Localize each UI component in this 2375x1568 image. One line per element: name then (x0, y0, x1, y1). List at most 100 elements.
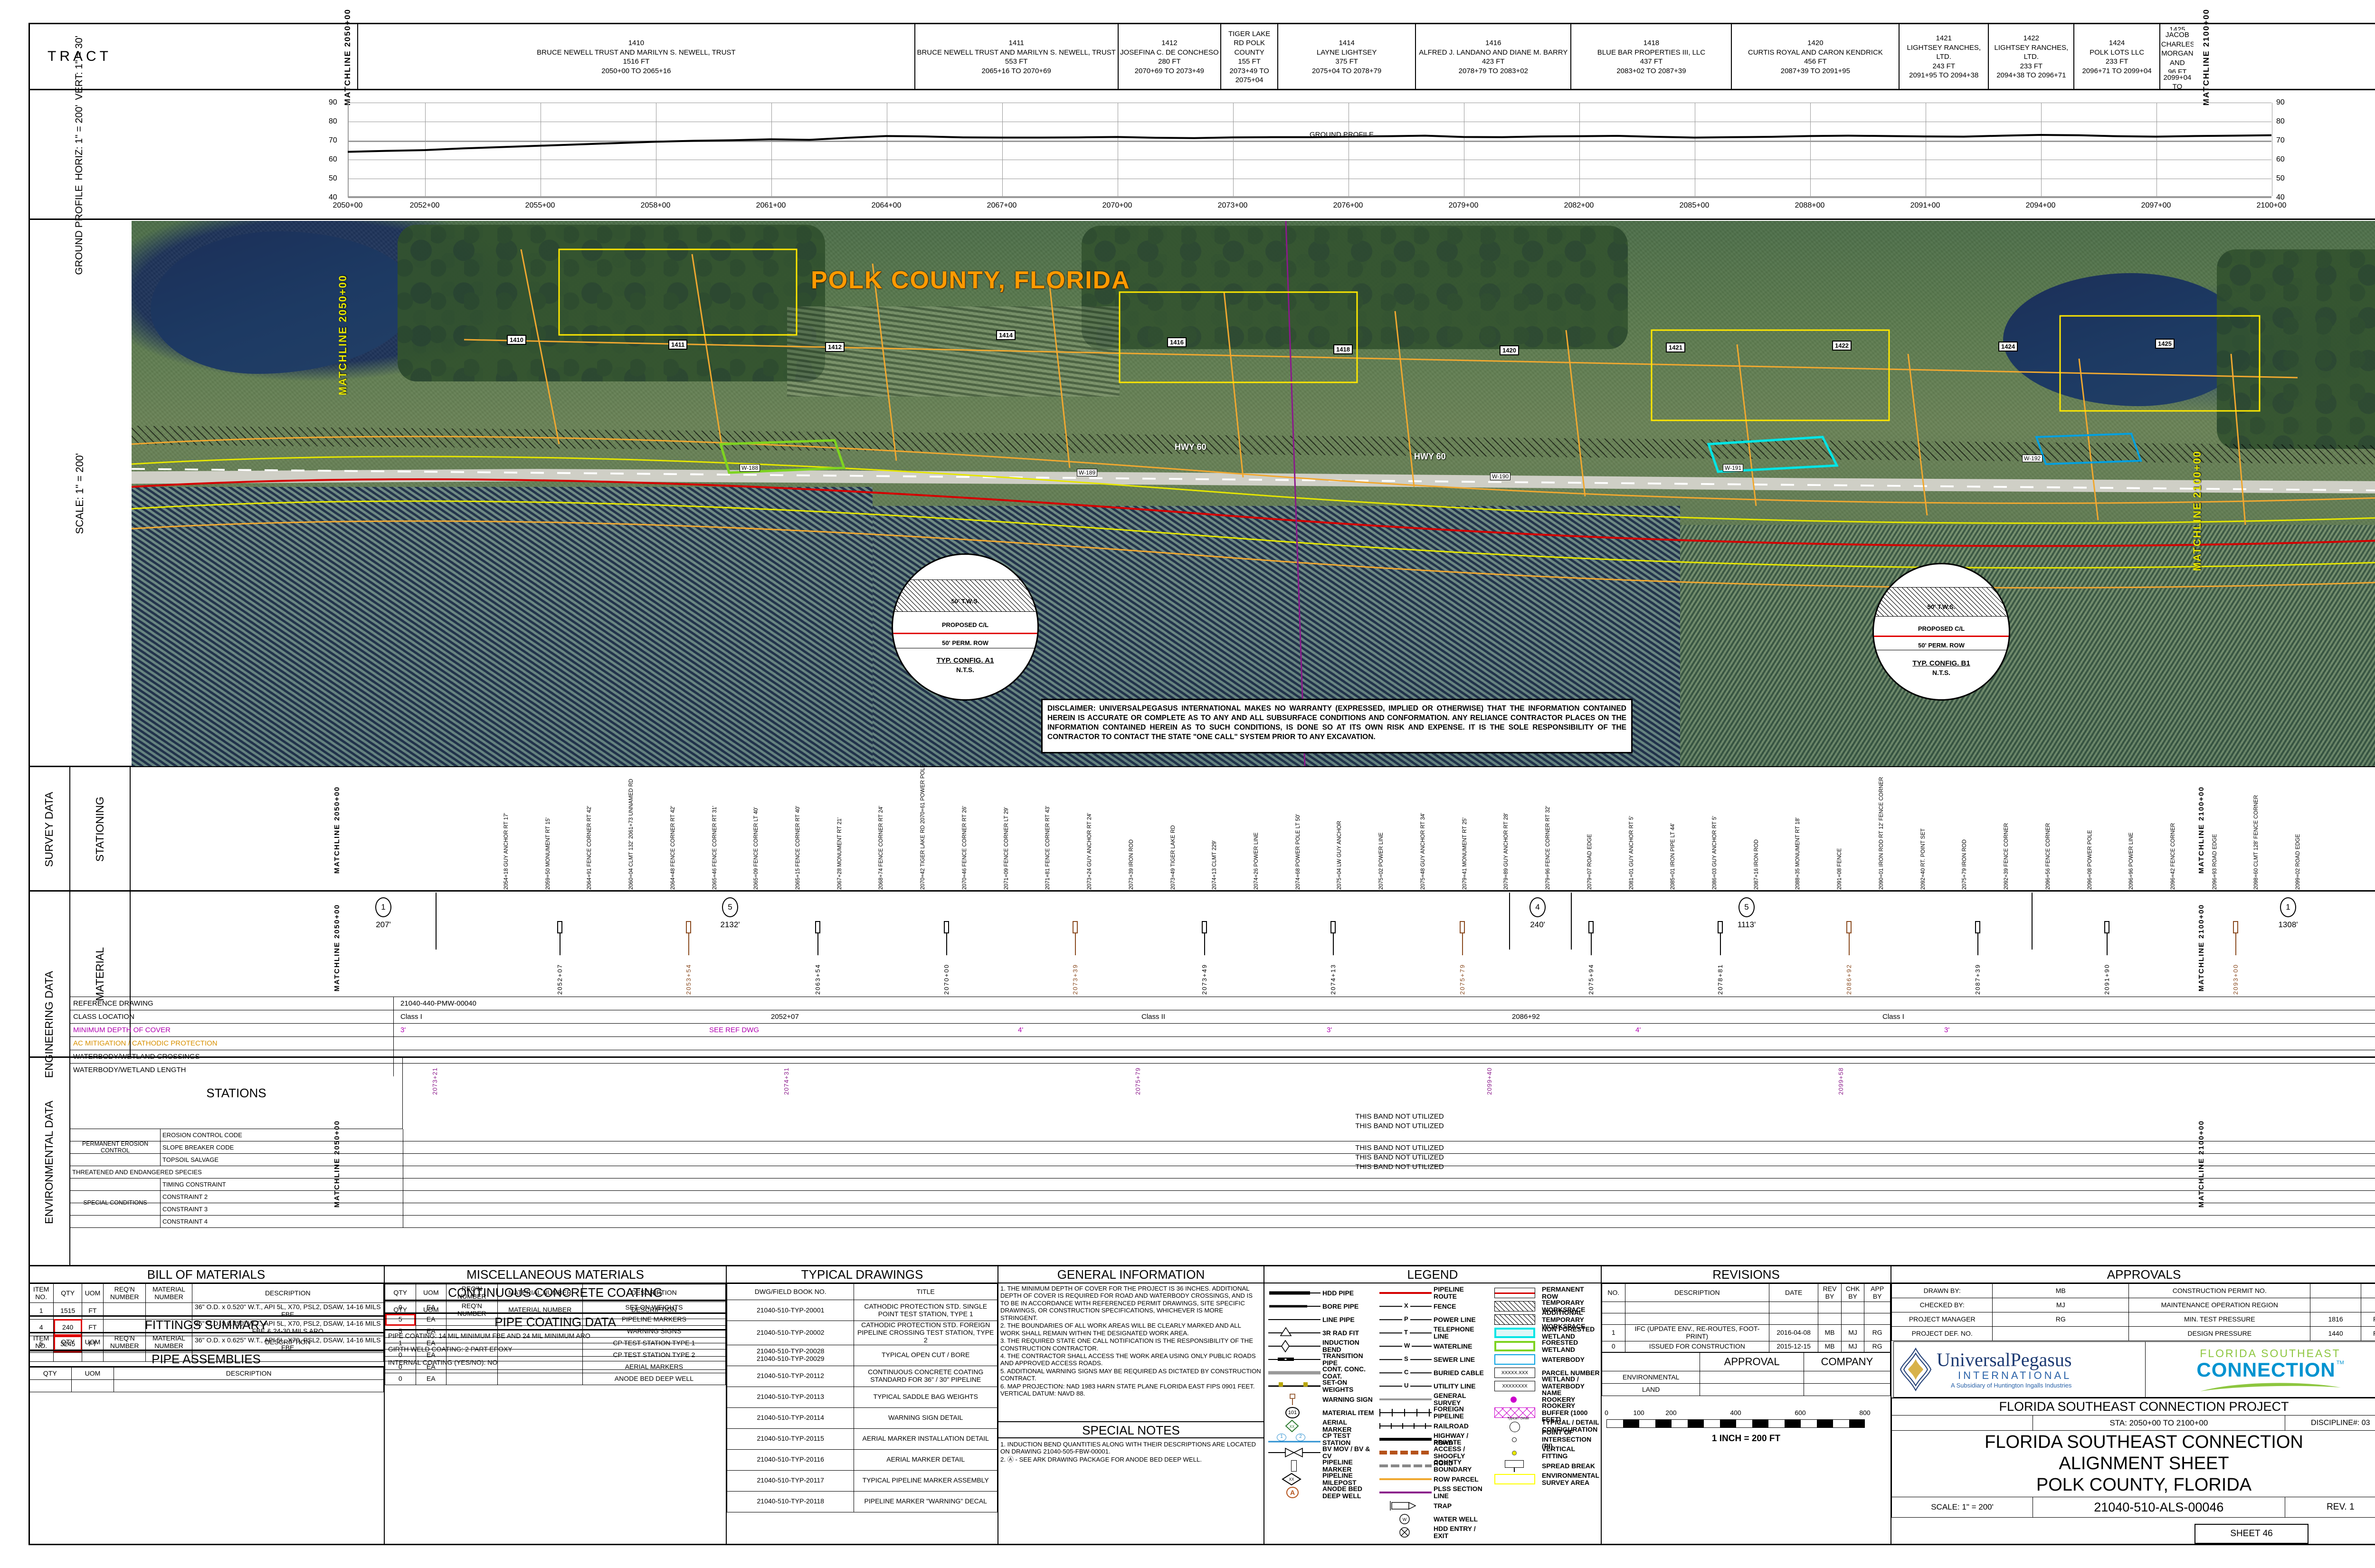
engineering-row-label: CLASS LOCATION (73, 1013, 134, 1021)
legend-item: ROW PARCEL (1378, 1473, 1486, 1486)
approval-left-label: PROJECT MANAGER (1891, 1312, 1993, 1327)
table-cell (1803, 1371, 1891, 1384)
legend-item: WARNING SIGN (1266, 1393, 1377, 1406)
engineering-station-tick: 2073+49 (1200, 964, 1208, 995)
column-header: REQ'N NUMBER (446, 1301, 498, 1319)
tract-range: 2094+38 TO 2096+71 (1996, 71, 2066, 80)
table-cell (446, 1349, 498, 1361)
marker-stem (946, 933, 947, 955)
legend-item: ROOKERY (1486, 1393, 1602, 1406)
environmental-row: CONSTRAINT 3 (70, 1203, 2375, 1216)
survey-station-tick: 2092+39 FENCE CORNER (2004, 823, 2010, 890)
profile-gridline-v (1002, 103, 1003, 196)
table-row: PROJECT DEF. NO.DESIGN PRESSURE1440PSI (1891, 1326, 2375, 1341)
general-info-note: 2. THE BOUNDARIES OF ALL WORK AREAS WILL… (1000, 1322, 1241, 1337)
survey-station-tick: 2059+50 MONUMENT RT 15' (545, 817, 551, 890)
engineering-station-tick: 2075+79 (1458, 964, 1466, 995)
hdd-entry-exit-icon (1378, 1526, 1434, 1539)
woodland-north-west (398, 225, 825, 381)
survey-station-tick: 2071+81 FENCE CORNER RT 43' (1045, 806, 1051, 890)
table-cell (385, 1319, 416, 1330)
engineering-row-label: WATERBODY/WETLAND CROSSINGS (73, 1053, 200, 1061)
table-cell (1864, 1313, 1890, 1325)
engineering-row-label: WATERBODY/WETLAND LENGTH (73, 1066, 186, 1074)
fsc-logo-tm: TM (2336, 1359, 2344, 1366)
approval-left-value: MJ (1992, 1298, 2129, 1312)
county-boundary-icon (1378, 1460, 1434, 1472)
pipeline-route-icon (1378, 1287, 1434, 1299)
table-cell: EA (415, 1373, 447, 1385)
band-not-utilized: THIS BAND NOT UTILIZED (403, 1110, 2375, 1121)
sheet-title-line2: ALIGNMENT SHEET (2059, 1454, 2229, 1474)
legend-title: LEGEND (1264, 1266, 1601, 1283)
legend-item-label: 3R RAD FIT (1322, 1329, 1359, 1337)
environmental-data-label-text: ENVIRONMENTAL DATA (42, 1100, 55, 1224)
table-cell (415, 1319, 447, 1330)
survey-station-tick: 2065+15 FENCE CORNER RT 40' (795, 806, 801, 890)
profile-x-tick: 2076+00 (1333, 201, 1363, 209)
band-not-utilized-text: THIS BAND NOT UTILIZED (1355, 1144, 1444, 1152)
table-cell (1864, 1302, 1890, 1313)
legend-item-label: PIPELINE MILEPOST (1322, 1472, 1357, 1486)
survey-station-tick: 2067+28 MONUMENT RT 21' (836, 817, 843, 890)
survey-station-tick: 2096+56 FENCE CORNER (2045, 823, 2051, 890)
tract-row (28, 23, 2375, 90)
legend-item-label: FENCE (1434, 1302, 1456, 1310)
table-cell: 21040-510-TYP-20113 (726, 1386, 855, 1408)
legend-item-label: RAILROAD (1434, 1422, 1469, 1430)
woodland-north-mid (1082, 226, 1628, 349)
material-item-length: 1308' (2278, 920, 2298, 929)
pipeline-marker-symbol (2104, 921, 2109, 955)
legend-item: ROOKERY BUFFER (1000 FEET) (1486, 1402, 1602, 1423)
band-not-utilized-text: THIS BAND NOT UTILIZED (1355, 1153, 1444, 1161)
column-header: CHK BY (1841, 1283, 1865, 1302)
approval-right-value (2310, 1298, 2361, 1312)
typical-detail-icon: Typical / Detail (1486, 1417, 1542, 1432)
legend-item-label: ROW PARCEL (1434, 1475, 1479, 1483)
material-divider (1571, 893, 1572, 950)
table-cell (497, 1319, 583, 1330)
utility-line-icon: U (1378, 1380, 1434, 1392)
legend-item: HDD ENTRY / EXIT (1378, 1525, 1486, 1539)
material-item-number: 5 (722, 897, 738, 917)
legend-item: PLSS SECTION LINE (1378, 1485, 1486, 1499)
approval-right-value: 1440 (2310, 1326, 2361, 1341)
general-info-note: 1. THE MINIMUM DEPTH OF COVER FOR THE PR… (1000, 1285, 1253, 1321)
anode-bed-icon: A (1266, 1486, 1322, 1499)
pipeline-marker-symbol (1846, 921, 1852, 955)
config-b-centerline (1874, 636, 2009, 637)
approval-row-label: ENVIRONMENTAL (1601, 1371, 1700, 1384)
legend-item-label: CP TEST STATION (1322, 1432, 1351, 1446)
legend-item: WATERBODY (1486, 1353, 1602, 1366)
marker-stem (1204, 933, 1205, 955)
tract-row-label: TRACT (28, 23, 131, 90)
profile-grid (348, 103, 2272, 198)
wetland-name-tag: W-190 (1490, 473, 1511, 480)
scale-bar-tick: 200 (1665, 1409, 1677, 1416)
trap-icon (1378, 1500, 1434, 1512)
tract-range: 2091+95 TO 2094+38 (1909, 71, 1979, 80)
survey-station-tick: 2079+07 ROAD EDGE (1586, 834, 1593, 890)
pipeline-milepost-icon: XX (1266, 1473, 1322, 1485)
forested-wetland-icon (1486, 1340, 1542, 1352)
titleblock-blank (1892, 1416, 2033, 1431)
profile-gridline-v (771, 103, 772, 196)
legend-item-label: POWER LINE (1434, 1315, 1476, 1323)
matchline-right-map-text: MATCHLINE 2100+00 (2191, 450, 2204, 571)
legend-item-label: CONT. CONC. COAT. (1322, 1365, 1366, 1380)
tract-range: 2099+04 TO 2100+00 (2163, 73, 2192, 89)
column-header: REV BY (1818, 1283, 1842, 1302)
profile-x-tick: 2067+00 (987, 201, 1017, 209)
